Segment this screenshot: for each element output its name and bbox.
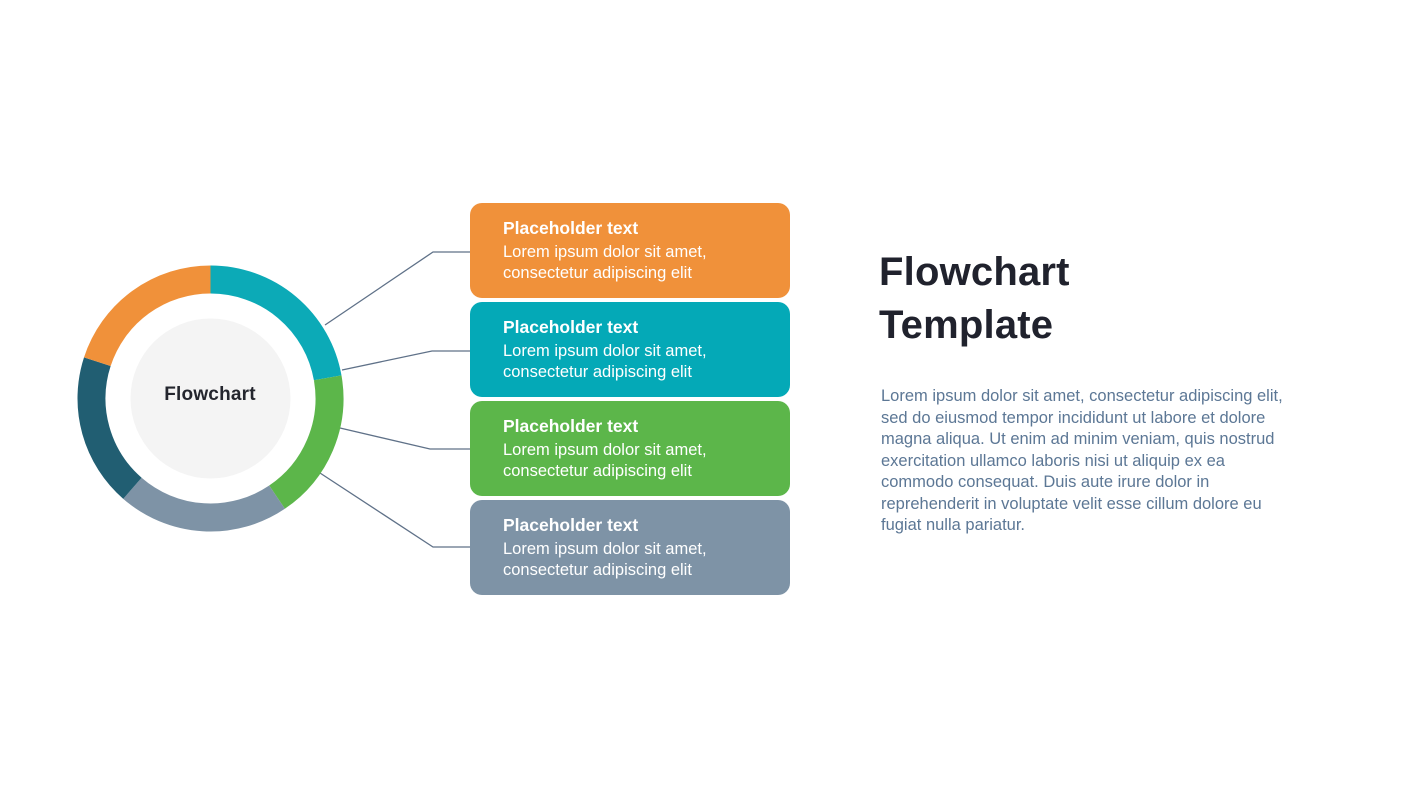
- card-body: Lorem ipsum dolor sit amet, consectetur …: [503, 441, 707, 480]
- donut-segment-slate: [123, 477, 285, 532]
- connector-line-3: [339, 427, 470, 450]
- card-title: Placeholder text: [503, 317, 639, 337]
- card-title: Placeholder text: [503, 515, 639, 535]
- donut-center-label: Flowchart: [164, 384, 256, 405]
- card-teal: Placeholder text Lorem ipsum dolor sit a…: [470, 302, 790, 397]
- page-title: Flowchart Template: [879, 250, 1070, 347]
- card-green: Placeholder text Lorem ipsum dolor sit a…: [470, 401, 790, 496]
- donut-inner-circle: [130, 318, 291, 479]
- card-orange: Placeholder text Lorem ipsum dolor sit a…: [470, 203, 790, 298]
- donut-segment-orange: [84, 265, 211, 367]
- donut-segment-teal: [210, 265, 342, 381]
- connector-line-2: [341, 350, 470, 371]
- card-body: Lorem ipsum dolor sit amet, consectetur …: [503, 342, 707, 381]
- text-panel: Flowchart Template Lorem ipsum dolor sit…: [879, 246, 1299, 537]
- panel-description: Lorem ipsum dolor sit amet, consectetur …: [881, 387, 1283, 534]
- card-slate: Placeholder text Lorem ipsum dolor sit a…: [470, 500, 790, 595]
- card-body: Lorem ipsum dolor sit amet, consectetur …: [503, 243, 707, 282]
- donut-segment-green: [268, 375, 344, 509]
- card-title: Placeholder text: [503, 416, 639, 436]
- card-list: Placeholder text Lorem ipsum dolor sit a…: [470, 203, 790, 599]
- card-title: Placeholder text: [503, 218, 639, 238]
- donut-chart: [77, 265, 344, 532]
- donut-segment-dark-teal: [77, 357, 142, 499]
- card-body: Lorem ipsum dolor sit amet, consectetur …: [503, 540, 707, 579]
